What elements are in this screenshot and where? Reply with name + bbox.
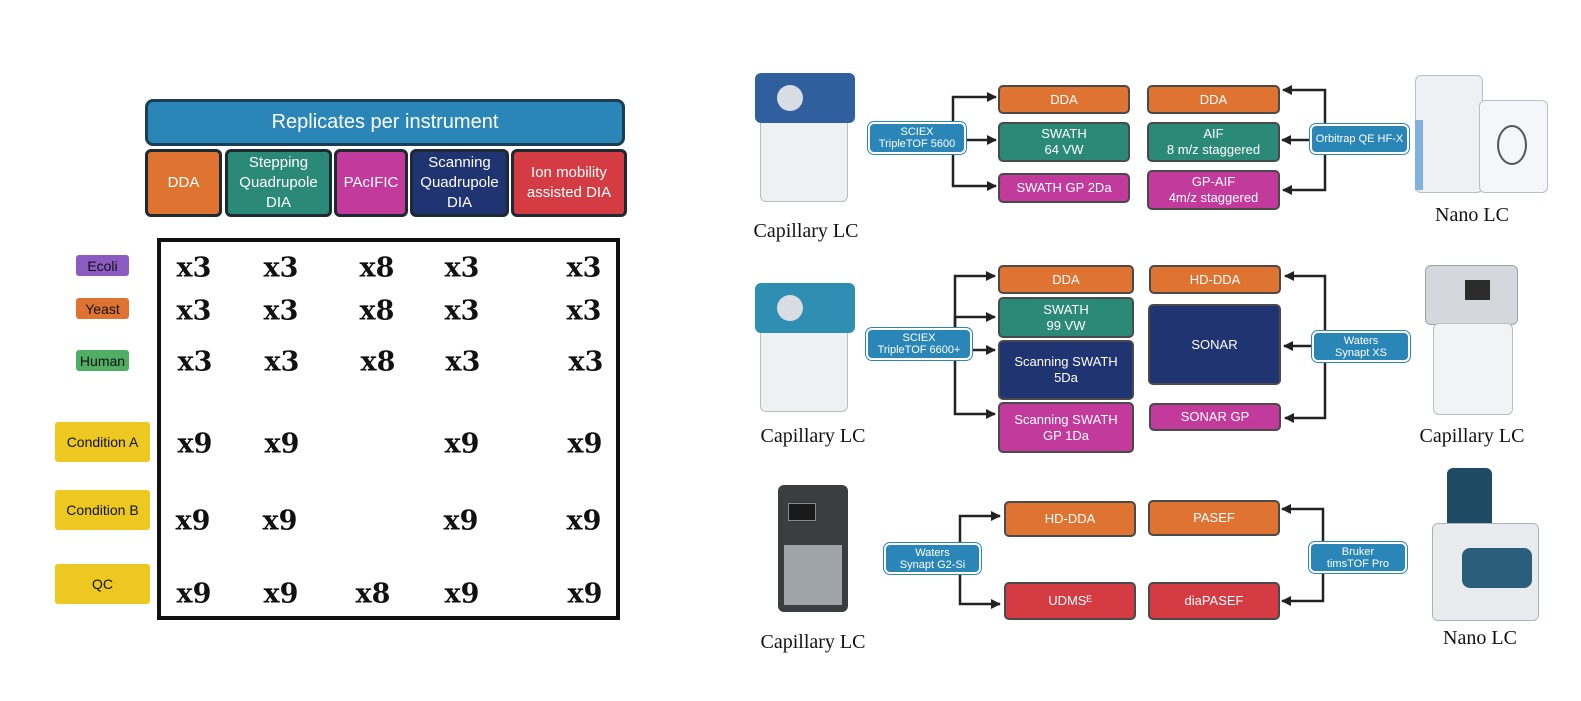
- sciex-5600-instrument-image: [755, 73, 855, 203]
- grid-cell: x8: [359, 252, 395, 284]
- grid-cell: x9: [263, 578, 299, 610]
- instrument-badge-sciex-6600: SCIEX TripleTOF 6600+: [866, 328, 972, 360]
- grid-cell: x9: [566, 505, 602, 537]
- lc-label: Capillary LC: [760, 425, 866, 447]
- grid-cell: x9: [444, 578, 480, 610]
- method-header-stepping-quadrupole-dia: Stepping Quadrupole DIA: [225, 149, 332, 217]
- grid-cell: x9: [177, 428, 213, 460]
- grid-cell: x9: [176, 578, 212, 610]
- method-header-pacific: PAcIFIC: [334, 149, 408, 217]
- instrument-badge-synapt-xs: Waters Synapt XS: [1312, 331, 1410, 362]
- acquisition-box-hd-dda: HD-DDA: [1149, 265, 1281, 294]
- grid-cell: x9: [262, 505, 298, 537]
- lc-label: Nano LC: [1435, 204, 1509, 226]
- grid-cell: x3: [263, 295, 299, 327]
- lc-label: Capillary LC: [760, 631, 866, 653]
- lc-label: Capillary LC: [1419, 425, 1525, 447]
- grid-cell: x3: [176, 295, 212, 327]
- row-label-condition-b: Condition B: [55, 490, 150, 530]
- acquisition-box-hd-dda: HD-DDA: [1004, 501, 1136, 537]
- sciex-6600-instrument-image: [755, 283, 855, 413]
- acquisition-box-sonar: SONAR: [1148, 304, 1281, 385]
- method-header-ion-mobility-dia: Ion mobility assisted DIA: [511, 149, 627, 217]
- orbitrap-instrument-image: [1415, 70, 1548, 194]
- grid-cell: x3: [176, 252, 212, 284]
- instrument-badge-synapt-g2si: Waters Synapt G2-Si: [884, 543, 981, 574]
- acquisition-box-dda: DDA: [998, 85, 1130, 114]
- row-label-yeast: Yeast: [76, 298, 129, 319]
- instrument-badge-orbitrap: Orbitrap QE HF-X: [1310, 124, 1409, 154]
- lc-label: Capillary LC: [753, 220, 859, 242]
- method-header-dda: DDA: [145, 149, 222, 217]
- row-label-condition-a: Condition A: [55, 422, 150, 462]
- instrument-badge-timstof: Bruker timsTOF Pro: [1309, 542, 1407, 573]
- acquisition-box-swath-64vw: SWATH 64 VW: [998, 122, 1130, 162]
- grid-cell: x3: [445, 346, 481, 378]
- acquisition-box-udmse: UDMSᴱ: [1004, 582, 1136, 620]
- grid-cell: x3: [566, 252, 602, 284]
- acquisition-box-pasef: PASEF: [1148, 500, 1280, 536]
- row-label-qc: QC: [55, 564, 150, 604]
- grid-cell: x9: [444, 428, 480, 460]
- grid-cell: x9: [264, 428, 300, 460]
- row-label-human: Human: [76, 350, 129, 371]
- acquisition-box-diapasef: diaPASEF: [1148, 582, 1280, 620]
- replicates-title: Replicates per instrument: [145, 99, 625, 146]
- acquisition-box-scanning-swath-5da: Scanning SWATH 5Da: [998, 340, 1134, 400]
- acquisition-box-aif: AIF 8 m/z staggered: [1147, 122, 1280, 162]
- acquisition-box-gp-aif: GP-AIF 4m/z staggered: [1147, 170, 1280, 210]
- timstof-instrument-image: [1432, 468, 1539, 621]
- grid-cell: x3: [263, 252, 299, 284]
- grid-cell: x8: [359, 295, 395, 327]
- acquisition-box-swath-99vw: SWATH 99 VW: [998, 297, 1134, 338]
- acquisition-box-dda: DDA: [1147, 85, 1280, 114]
- row-label-ecoli: Ecoli: [76, 255, 129, 276]
- grid-cell: x3: [264, 346, 300, 378]
- synapt-xs-instrument-image: [1425, 265, 1518, 415]
- grid-cell: x3: [444, 252, 480, 284]
- replicates-grid: [157, 238, 620, 620]
- grid-cell: x3: [177, 346, 213, 378]
- acquisition-box-scanning-swath-gp: Scanning SWATH GP 1Da: [998, 402, 1134, 453]
- grid-cell: x3: [566, 295, 602, 327]
- acquisition-box-dda: DDA: [998, 265, 1134, 294]
- grid-cell: x3: [568, 346, 604, 378]
- grid-cell: x3: [444, 295, 480, 327]
- synapt-g2si-instrument-image: [778, 485, 848, 612]
- grid-cell: x9: [443, 505, 479, 537]
- grid-cell: x9: [175, 505, 211, 537]
- grid-cell: x9: [567, 428, 603, 460]
- grid-cell: x9: [567, 578, 603, 610]
- method-header-scanning-quadrupole-dia: Scanning Quadrupole DIA: [410, 149, 509, 217]
- acquisition-box-swath-gp-2da: SWATH GP 2Da: [998, 173, 1130, 203]
- instrument-badge-sciex-5600: SCIEX TripleTOF 5600: [868, 122, 966, 154]
- acquisition-box-sonar-gp: SONAR GP: [1149, 403, 1281, 431]
- lc-label: Nano LC: [1443, 627, 1517, 649]
- grid-cell: x8: [355, 578, 391, 610]
- grid-cell: x8: [360, 346, 396, 378]
